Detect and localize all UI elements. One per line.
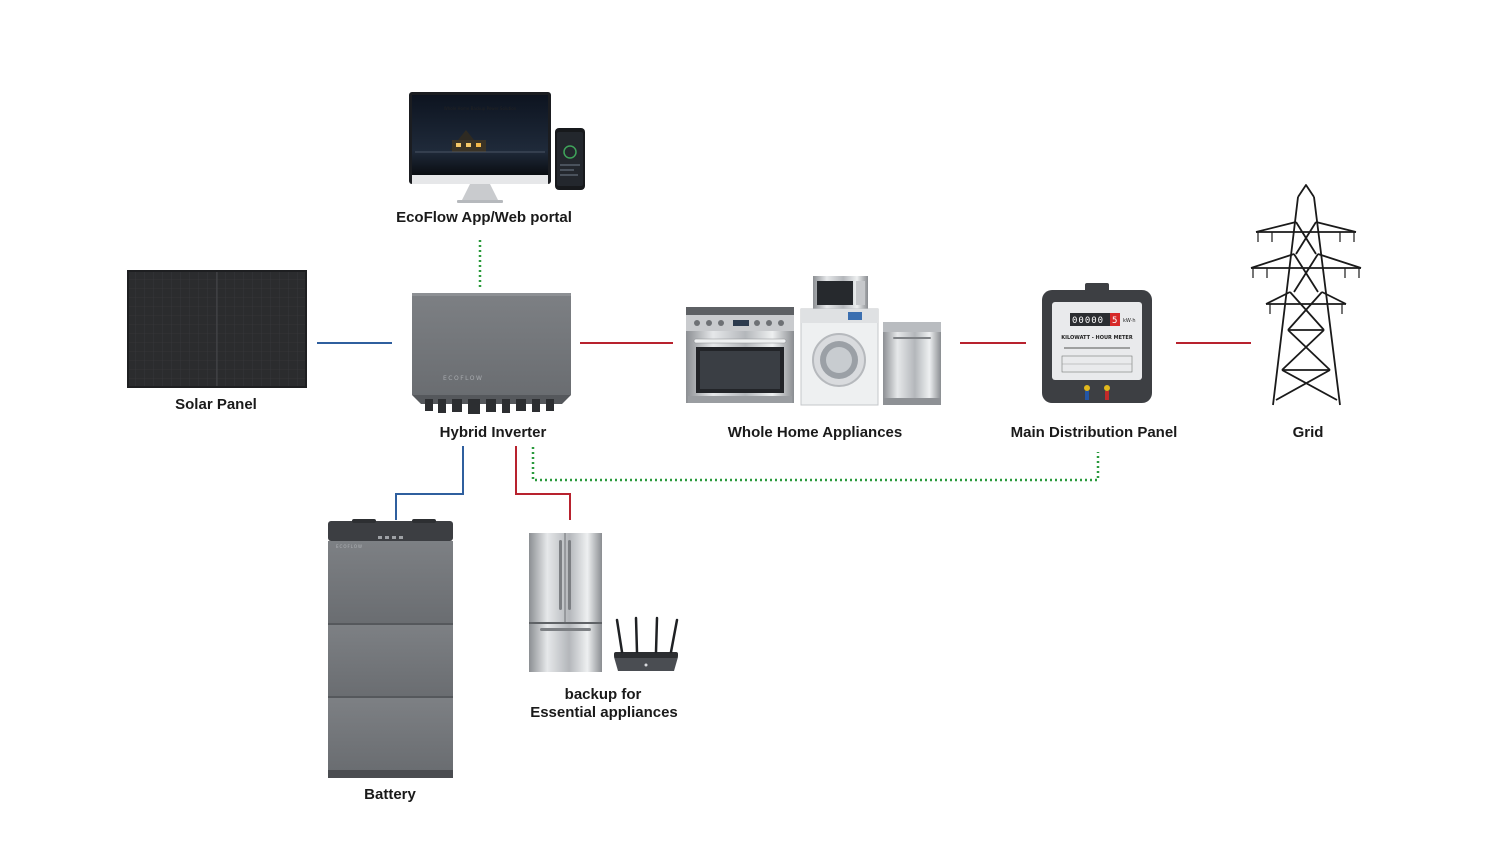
battery-stack-icon: ECOFLOW (328, 519, 453, 778)
backup-essential-appliances: backup for Essential appliances (529, 533, 679, 721)
app-portal-label: EcoFlow App/Web portal (396, 209, 572, 226)
backup-label-line2: Essential appliances (530, 704, 678, 721)
electric-meter-icon: 00000 5 kW·h KILOWATT - HOUR METER (1042, 283, 1152, 403)
grid-label: Grid (1293, 424, 1324, 441)
range-oven-icon (686, 307, 794, 403)
inverter-brand: ECOFLOW (443, 375, 483, 382)
monitor-headline: Whole Home Backup Power Solution (444, 106, 517, 111)
meter-unit: kW·h (1123, 318, 1136, 324)
dishwasher-icon (883, 322, 941, 405)
monitor-icon: Whole Home Backup Power Solution (409, 92, 551, 203)
phone-icon (555, 128, 585, 190)
dc-line-inverter-battery (395, 446, 464, 520)
meter-last-digit: 5 (1112, 316, 1117, 326)
transmission-tower-icon (1250, 184, 1362, 406)
meter-heading: KILOWATT - HOUR METER (1061, 335, 1133, 341)
battery-label: Battery (364, 786, 416, 803)
whole-home-appliances: Whole Home Appliances (686, 276, 941, 441)
inverter-label: Hybrid Inverter (440, 424, 547, 441)
ac-line-inverter-backup (515, 446, 571, 520)
battery-brand: ECOFLOW (336, 544, 363, 549)
connections (317, 240, 1251, 520)
comm-line-inverter-panel (531, 447, 1100, 482)
washing-machine-icon (800, 308, 879, 406)
meter-digits: 00000 (1072, 316, 1104, 326)
solar-panel-icon (127, 270, 307, 388)
grid: Grid (1250, 184, 1362, 441)
battery: ECOFLOW Battery (328, 519, 453, 803)
solar-panel: Solar Panel (127, 270, 307, 413)
wifi-router-icon (614, 616, 679, 671)
microwave-icon (813, 276, 868, 309)
main-distribution-panel: 00000 5 kW·h KILOWATT - HOUR METER Main … (1011, 283, 1178, 441)
app-web-portal-devices: Whole Home Backup Power Solution EcoFlow… (396, 92, 585, 226)
refrigerator-icon (529, 533, 602, 672)
backup-label-line1: backup for (565, 686, 642, 703)
solar-panel-label: Solar Panel (175, 396, 257, 413)
inverter-icon: ECOFLOW (412, 293, 571, 414)
distribution-panel-label: Main Distribution Panel (1011, 424, 1178, 441)
hybrid-inverter: ECOFLOW Hybrid Inverter (412, 293, 571, 441)
appliances-label: Whole Home Appliances (728, 424, 902, 441)
